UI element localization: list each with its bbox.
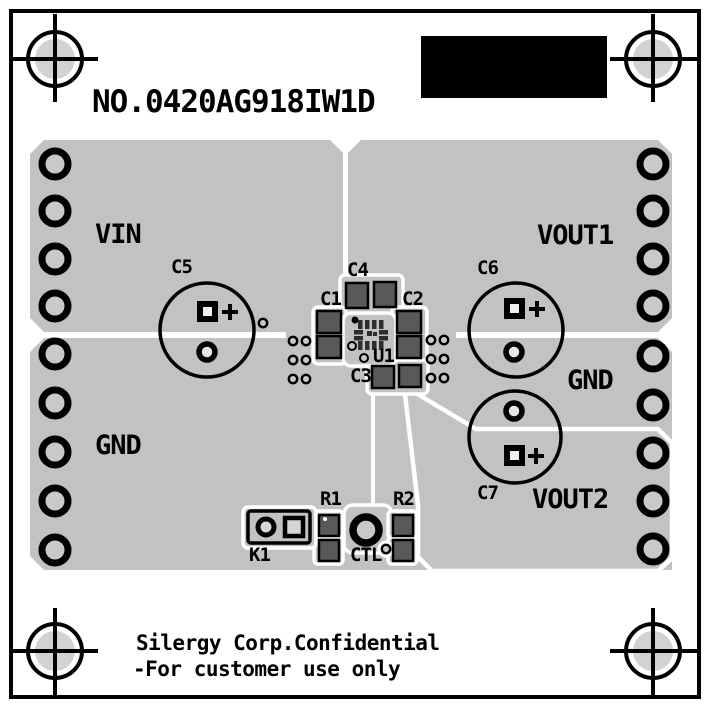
through-hole-pad [38,533,72,567]
net-label-vout1: VOUT1 [537,220,613,251]
pad-r1-1 [317,513,341,538]
via-near-c5 [257,317,269,329]
refdes-c6: C6 [477,257,498,279]
label-block [421,36,607,98]
footer-line2: -For customer use only [133,657,401,681]
pad-r2-2 [391,538,415,563]
pad-c4-2 [372,280,398,309]
ctl-pad [349,513,383,547]
pad-r2-1 [391,513,415,538]
through-hole-pad [38,435,72,469]
pad-c2-1 [395,309,423,335]
footer-line1: Silergy Corp.Confidential [136,631,440,655]
pad-r1-dot [323,517,327,521]
via-cluster-left [287,335,312,385]
u1-via-1 [347,341,357,351]
u1-via-2 [359,353,369,363]
through-hole-pad [636,194,670,228]
fiducial-top-right [610,14,698,102]
fiducials [12,14,698,695]
k1-connector [246,509,312,545]
u1-pin1-dot [351,316,359,324]
u1-footprint [347,316,388,363]
board-title: NO.0420AG918IW1D [92,84,375,120]
through-hole-pad [636,532,670,566]
fiducial-bottom-right [610,608,698,695]
refdes-u1: U1 [373,345,394,367]
pad-c1-2 [315,334,343,360]
refdes-r1: R1 [320,488,341,510]
pad-r1-2 [317,538,341,563]
refdes-c5: C5 [171,256,192,278]
right-pad-column [636,147,670,566]
via-cluster-right [425,334,450,384]
net-label-gnd-right: GND [567,365,614,396]
cap-c5 [158,281,256,379]
through-hole-pad [38,194,72,228]
copper-pour-vout1 [348,140,672,332]
pad-c1-1 [315,309,343,335]
through-hole-pad [636,242,670,276]
refdes-k1: K1 [249,544,270,566]
refdes-ctl: CTL [350,544,382,566]
refdes-c2: C2 [402,288,423,310]
refdes-c4: C4 [347,259,368,281]
through-hole-pad [38,484,72,518]
pad-c3-1 [370,364,396,390]
through-hole-pad [636,484,670,518]
refdes-c7: C7 [477,482,498,504]
through-hole-pad [38,337,72,371]
pad-c2-2 [395,334,423,360]
through-hole-pad [636,289,670,323]
smd-pads [315,280,423,563]
through-hole-pad [38,289,72,323]
pad-c4-1 [344,281,370,310]
refdes-r2: R2 [393,488,414,510]
net-label-vout2: VOUT2 [532,484,608,515]
through-hole-pad [38,386,72,420]
through-hole-pad [38,242,72,276]
refdes-c3: C3 [350,365,371,387]
pad-c3-2 [397,363,423,389]
through-hole-pad [38,147,72,181]
fiducial-top-left [12,14,98,102]
fiducial-bottom-left [12,608,98,695]
cap-c7 [467,389,563,485]
through-hole-pad [636,436,670,470]
through-hole-pad [636,147,670,181]
copper-pour-vin [30,140,343,332]
through-hole-pad [636,339,670,373]
cap-c6 [467,281,565,379]
through-hole-pad [636,388,670,422]
net-label-gnd-left: GND [95,430,142,461]
net-label-vin: VIN [95,219,141,250]
refdes-c1: C1 [320,288,341,310]
left-pad-column [38,147,72,567]
